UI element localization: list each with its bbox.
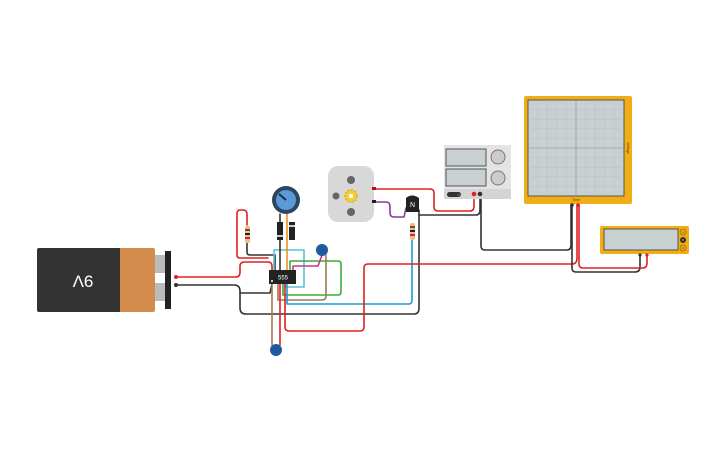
mode-voltmeter-button[interactable]: V xyxy=(680,237,686,243)
battery-label: 9V xyxy=(72,272,93,291)
mode-ammeter-button[interactable]: A xyxy=(679,228,687,236)
svg-text:Ω: Ω xyxy=(682,246,685,250)
capacitor[interactable] xyxy=(316,244,328,256)
wire-black[interactable] xyxy=(174,209,420,315)
capacitor[interactable] xyxy=(270,344,282,356)
potentiometer[interactable] xyxy=(272,186,300,214)
mode-ohmmeter-button[interactable]: Ω xyxy=(679,244,687,252)
diode[interactable] xyxy=(277,222,283,240)
wire-black[interactable] xyxy=(239,283,273,294)
wire-red-motor[interactable] xyxy=(373,188,475,212)
chip-label: 555 xyxy=(278,276,289,282)
timer-555-chip[interactable]: 555 xyxy=(269,270,296,284)
wire-red-meter[interactable] xyxy=(578,204,648,269)
wires xyxy=(174,188,648,346)
svg-text:A: A xyxy=(682,230,684,234)
npn-transistor[interactable]: N xyxy=(406,195,419,213)
resistor[interactable] xyxy=(410,223,415,240)
battery-9v[interactable]: 9V xyxy=(37,248,178,312)
voltage-axis-label: Voltage xyxy=(626,142,630,154)
wire-brown[interactable] xyxy=(277,254,327,301)
wire-green[interactable] xyxy=(282,260,342,296)
dc-motor[interactable] xyxy=(328,166,376,222)
wire-black-resistor[interactable] xyxy=(246,242,276,271)
wire-black-ps[interactable] xyxy=(418,194,481,216)
wire-red-long[interactable] xyxy=(284,204,578,332)
diode[interactable] xyxy=(289,222,295,240)
wire-pink[interactable] xyxy=(292,254,323,271)
oscilloscope[interactable]: Time Voltage xyxy=(524,96,632,207)
transistor-label: N xyxy=(410,202,415,209)
wire-purple[interactable] xyxy=(373,201,407,218)
svg-text:V: V xyxy=(682,238,684,242)
power-supply[interactable]: Off xyxy=(444,145,511,199)
multimeter[interactable]: A V Ω xyxy=(600,226,689,257)
resistor[interactable] xyxy=(245,226,250,243)
wire-black-scope[interactable] xyxy=(571,204,641,273)
wire-red-resistor[interactable] xyxy=(236,209,269,259)
wire-red[interactable] xyxy=(174,261,273,278)
wire-blue[interactable] xyxy=(286,239,413,305)
current-knob[interactable] xyxy=(490,170,506,186)
voltage-knob[interactable] xyxy=(490,149,506,165)
time-axis-label: Time xyxy=(572,198,580,202)
wire-black-ps-scope[interactable] xyxy=(480,197,572,251)
switch-label: Off xyxy=(457,193,461,197)
power-switch[interactable] xyxy=(447,192,461,197)
